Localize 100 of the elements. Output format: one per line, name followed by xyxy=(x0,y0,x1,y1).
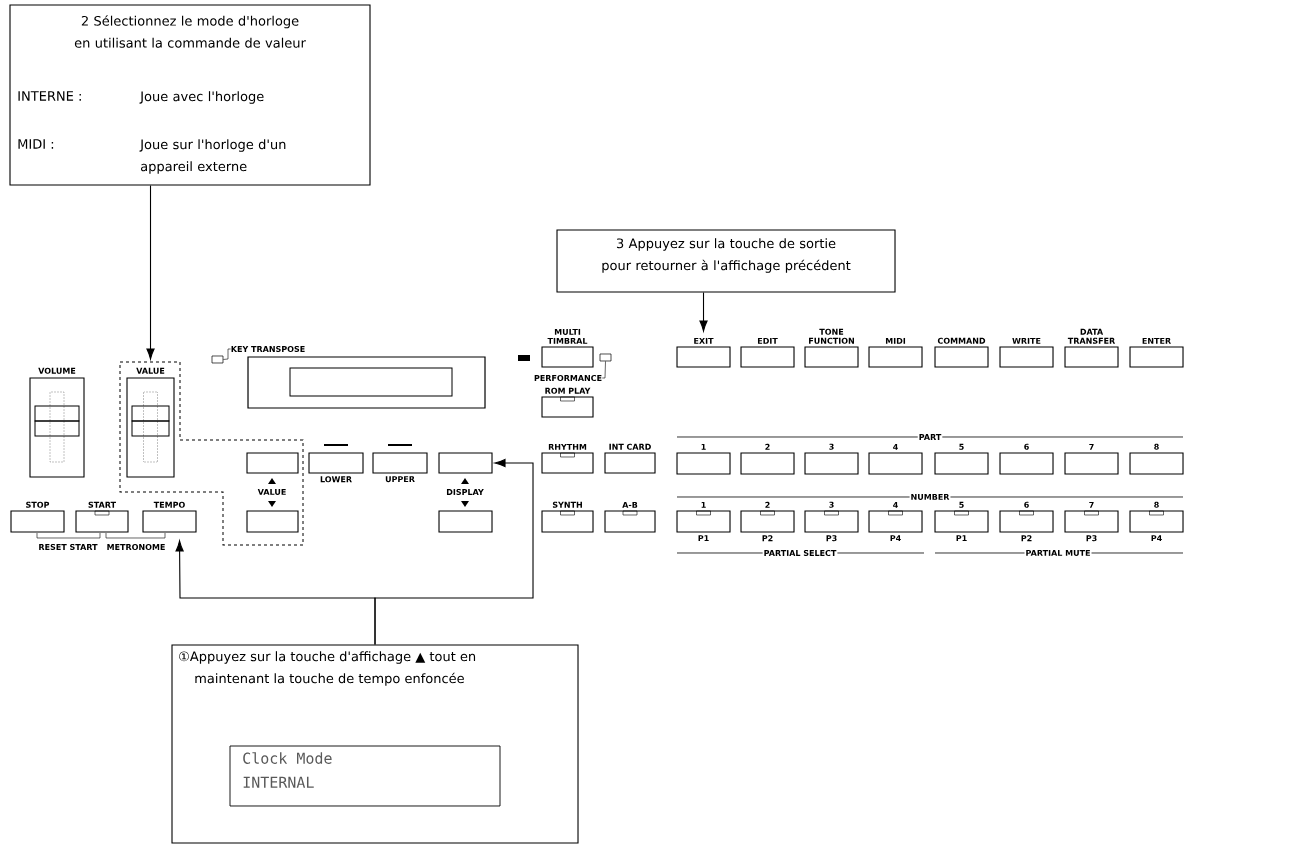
panel-button: WRITE xyxy=(999,337,1054,368)
node-label: EDIT xyxy=(757,337,778,344)
panel-button: TONE FUNCTION xyxy=(804,328,859,368)
panel-label: RESET START xyxy=(37,542,99,551)
node-label: WRITE xyxy=(1012,337,1041,344)
panel-button: 6 P2 xyxy=(999,501,1054,542)
node-label: UPPER xyxy=(385,476,415,483)
panel-button: 3 xyxy=(804,443,859,475)
node-label: 3 xyxy=(829,501,834,508)
panel-button: 3 P3 xyxy=(804,501,859,542)
node-label: 7 xyxy=(1089,501,1094,508)
panel-label: VALUE xyxy=(256,488,288,496)
panel-button: SYNTH xyxy=(541,501,594,533)
panel-button: DATA TRANSFER xyxy=(1064,328,1119,368)
node-label: P1 xyxy=(956,535,967,542)
node-label: 2 xyxy=(765,501,770,508)
panel-label: PART xyxy=(917,433,943,441)
panel-button xyxy=(246,510,299,533)
panel-button: 8 P4 xyxy=(1129,501,1184,542)
panel-button: START xyxy=(75,501,129,533)
panel-button: 5 P1 xyxy=(934,501,989,542)
leader-line xyxy=(601,361,606,379)
node-label: ROM PLAY xyxy=(545,387,591,394)
node-label: SYNTH xyxy=(552,501,582,508)
panel-button: A-B xyxy=(604,501,656,533)
panel-label: NUMBER xyxy=(909,493,951,501)
node-label: A-B xyxy=(622,501,638,508)
panel-button: UPPER xyxy=(372,452,428,483)
panel-button: 4 P4 xyxy=(868,501,923,542)
node-label: P3 xyxy=(1086,535,1097,542)
panel-button: 7 xyxy=(1064,443,1119,475)
node-label: RHYTHM xyxy=(548,443,587,450)
node-label: VOLUME xyxy=(38,367,76,374)
panel-button: ROM PLAY xyxy=(541,387,594,418)
node-label: 8 xyxy=(1154,443,1159,450)
callout-box: 3 Appuyez sur la touche de sortie pour retourner à l'affichage précédent xyxy=(556,229,896,293)
node-label: 1 xyxy=(701,443,706,450)
node-label: 5 xyxy=(959,443,964,450)
node-label: COMMAND xyxy=(937,337,986,344)
panel-label: PERFORMANCE xyxy=(534,374,602,381)
slider: VOLUME xyxy=(29,367,85,478)
panel-label: PARTIAL SELECT xyxy=(762,548,838,557)
panel-button: RHYTHM xyxy=(541,443,594,474)
node-label: P1 xyxy=(698,535,709,542)
node-label: ENTER xyxy=(1142,337,1171,344)
slider: VALUE xyxy=(126,367,175,478)
panel-button: 5 xyxy=(934,443,989,475)
arrow xyxy=(146,185,155,360)
node-label: P4 xyxy=(890,535,901,542)
leader-line xyxy=(223,348,231,360)
node-label: 4 xyxy=(893,501,898,508)
panel-button: 1 xyxy=(676,443,731,475)
panel-button: TEMPO xyxy=(142,501,197,533)
panel-button: 8 xyxy=(1129,443,1184,475)
node-label: P4 xyxy=(1151,535,1162,542)
node-label: 7 xyxy=(1089,443,1094,450)
node-label: 4 xyxy=(893,443,898,450)
panel-label: DISPLAY xyxy=(445,487,485,496)
panel-button: LOWER xyxy=(308,452,364,483)
panel-button: 2 P2 xyxy=(740,501,795,542)
panel-button: COMMAND xyxy=(934,337,989,368)
node-label: MIDI xyxy=(885,337,906,344)
panel-button: ENTER xyxy=(1129,337,1184,368)
node-label: LOWER xyxy=(320,476,352,483)
node-label: P2 xyxy=(1021,535,1032,542)
arrow xyxy=(374,458,534,645)
node-label: TEMPO xyxy=(153,501,185,508)
node-label: 1 xyxy=(701,501,706,508)
panel-button: MIDI xyxy=(868,337,923,368)
node-label: 3 xyxy=(829,443,834,450)
panel-button xyxy=(438,452,493,474)
node-label: 5 xyxy=(959,501,964,508)
panel-label: KEY TRANSPOSE xyxy=(231,345,305,352)
panel-label: METRONOME xyxy=(105,542,167,551)
node-label: VALUE xyxy=(136,367,165,374)
panel-button: STOP xyxy=(10,501,65,533)
node-label: MULTI TIMBRAL xyxy=(547,328,588,344)
node-label: INT CARD xyxy=(609,443,651,450)
node-label: EXIT xyxy=(694,337,714,344)
node-label: DATA TRANSFER xyxy=(1067,328,1116,344)
node-label: 6 xyxy=(1024,501,1029,508)
panel-button: 7 P3 xyxy=(1064,501,1119,542)
panel-button: 4 xyxy=(868,443,923,475)
panel-label: PARTIAL MUTE xyxy=(1024,549,1092,557)
node-label: STOP xyxy=(26,501,50,508)
panel-button: EDIT xyxy=(740,337,795,368)
node-label: 8 xyxy=(1154,501,1159,508)
panel-button: 6 xyxy=(999,443,1054,475)
panel-button: 1 P1 xyxy=(676,501,731,542)
panel-button: INT CARD xyxy=(604,443,656,474)
node-label: START xyxy=(88,501,116,508)
node-label: 2 xyxy=(765,443,770,450)
node-label: P3 xyxy=(826,535,837,542)
led-indicator xyxy=(599,353,612,362)
panel-button: 2 xyxy=(740,443,795,475)
node-label: TONE FUNCTION xyxy=(809,328,854,344)
node-label: 6 xyxy=(1024,443,1029,450)
panel-button: MULTI TIMBRAL xyxy=(541,328,594,368)
led-indicator xyxy=(211,355,224,364)
arrow xyxy=(699,292,708,332)
